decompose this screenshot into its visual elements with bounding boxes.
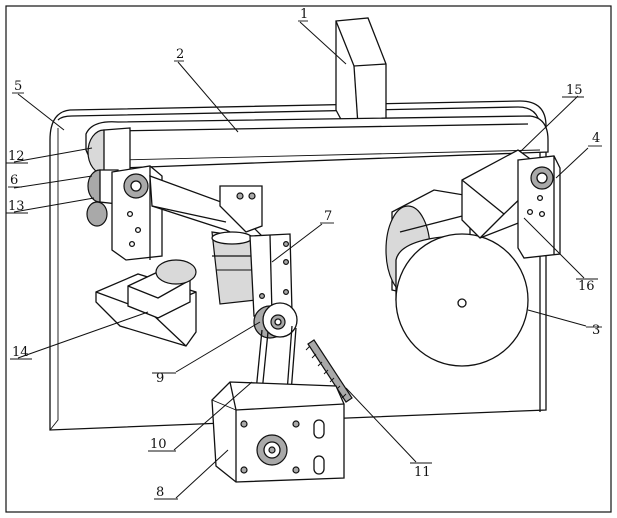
label-6: 6 <box>10 173 18 188</box>
label-15: 15 <box>566 83 583 98</box>
label-5: 5 <box>14 79 22 94</box>
part-labels: 1 2 3 4 5 6 7 8 9 10 11 12 13 14 15 16 <box>6 7 602 500</box>
drive-drum <box>385 189 529 367</box>
stepper-motor <box>211 381 345 483</box>
abrasive-belt <box>85 115 549 169</box>
label-14: 14 <box>12 345 29 360</box>
label-9: 9 <box>156 371 164 386</box>
leader-lines <box>13 21 589 499</box>
label-12: 12 <box>8 149 25 164</box>
label-4: 4 <box>592 131 600 146</box>
sensor-block <box>95 259 197 347</box>
outer-frame <box>5 5 612 513</box>
label-1: 1 <box>300 7 308 22</box>
label-7: 7 <box>324 209 332 224</box>
toothed-rack <box>305 339 353 403</box>
label-2: 2 <box>176 47 184 62</box>
label-11: 11 <box>414 465 431 480</box>
right-bracket <box>517 155 561 259</box>
swing-arm <box>149 175 265 247</box>
left-bracket <box>111 165 163 261</box>
label-3: 3 <box>592 323 600 338</box>
arm-motor <box>211 231 257 305</box>
label-10: 10 <box>150 437 167 452</box>
label-13: 13 <box>8 199 25 214</box>
label-8: 8 <box>156 485 164 500</box>
label-16: 16 <box>578 279 595 294</box>
